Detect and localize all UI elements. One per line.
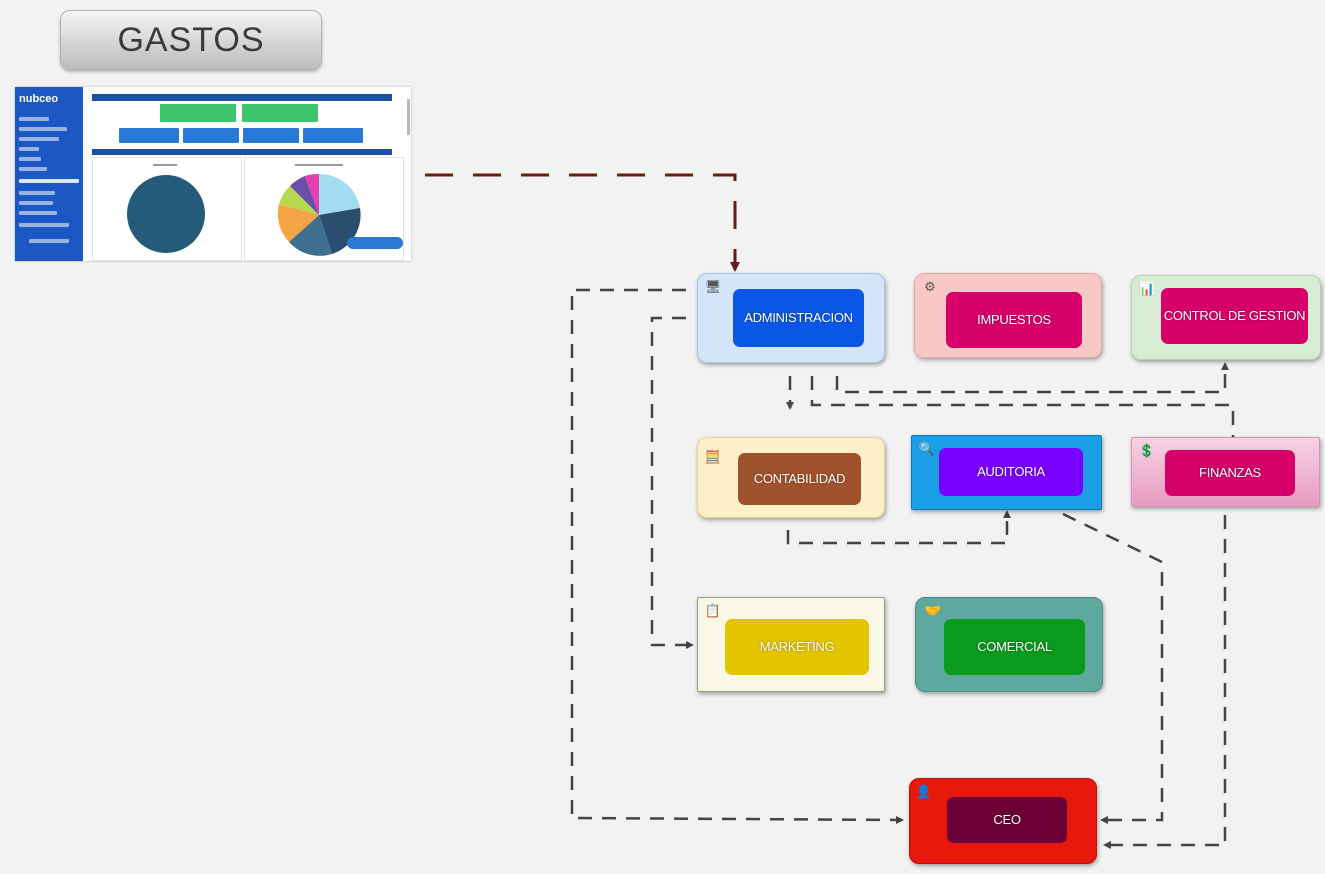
gear-icon: ⚙ [924,279,936,294]
panel-caption [153,164,177,166]
thumbnail-chat-pill [347,237,403,249]
admin-to-finanzas-connector [810,376,1237,446]
panel-caption [295,164,343,166]
thumbnail-subheader-bar [92,149,392,155]
card-control-gestion[interactable]: 📊 CONTROL DE GESTION [1131,275,1321,360]
calculator-icon: 🧮 [704,449,722,464]
sidebar-line [19,167,47,171]
card-marketing[interactable]: 📋 MARKETING [697,597,885,692]
sidebar-line [19,117,49,121]
label-finanzas: FINANZAS [1165,450,1295,496]
card-auditoria[interactable]: 🔍 AUDITORIA [911,435,1102,510]
auditoria-to-ceo-connector [1062,512,1164,824]
sidebar-line [19,137,59,141]
thumbnail-scrollbar [407,99,410,135]
card-impuestos[interactable]: ⚙ IMPUESTOS [914,273,1102,358]
thumbnail-charts [127,99,410,256]
admin-to-control-gestion-connector [835,362,1229,394]
sidebar-line [19,191,55,195]
sidebar-line [19,211,57,215]
label-comercial: COMERCIAL [944,619,1085,675]
admin-to-ceo-connector [570,288,904,824]
card-ceo[interactable]: 👤 CEO [909,778,1097,864]
thumbnail-header-bar [92,94,392,101]
label-administracion: ADMINISTRACION [733,289,864,347]
kpi-blue-box [303,128,363,143]
label-contabilidad: CONTABILIDAD [738,453,861,505]
card-finanzas[interactable]: 💲 FINANZAS [1131,437,1320,507]
label-ceo: CEO [947,797,1067,843]
presentation-icon: 📋 [704,603,722,618]
dashboard-thumbnail[interactable]: nubceo [15,87,411,261]
money-icon: 💲 [1138,443,1156,458]
sidebar-line [19,157,41,161]
sidebar-line-active [19,179,79,183]
contabilidad-to-auditoria-connector [786,510,1011,545]
thumbnail-pie-left [127,175,205,253]
card-comercial[interactable]: 🤝 COMERCIAL [915,597,1103,692]
label-control-gestion: CONTROL DE GESTION [1161,288,1308,344]
chart-icon: 📊 [1138,281,1156,296]
thumbnail-pie-right [277,173,361,256]
thumbnail-to-administracion-connector [425,173,740,272]
sidebar-line [29,239,69,243]
sidebar-line [19,127,67,131]
label-marketing: MARKETING [725,619,869,675]
kpi-green-box [160,104,236,122]
label-impuestos: IMPUESTOS [946,292,1082,348]
kpi-blue-box [243,128,299,143]
sidebar-line [19,223,69,227]
gastos-title-button[interactable]: GASTOS [60,10,322,70]
finanzas-to-ceo-connector [1103,515,1227,849]
monitor-icon: 🖥 [704,279,722,294]
label-auditoria: AUDITORIA [939,448,1083,496]
thumbnail-sidebar: nubceo [15,87,83,261]
kpi-blue-box [119,128,179,143]
admin-to-marketing-connector [650,316,694,649]
thumbnail-logo: nubceo [19,93,59,105]
magnifier-icon: 🔍 [918,441,936,456]
sidebar-line [19,147,39,151]
sidebar-line [19,201,53,205]
kpi-green-box [242,104,318,122]
handshake-icon: 🤝 [924,603,942,618]
card-administracion[interactable]: 🖥 ADMINISTRACION [697,273,885,363]
card-contabilidad[interactable]: 🧮 CONTABILIDAD [697,437,885,518]
user-icon: 👤 [915,784,933,799]
kpi-blue-box [183,128,239,143]
